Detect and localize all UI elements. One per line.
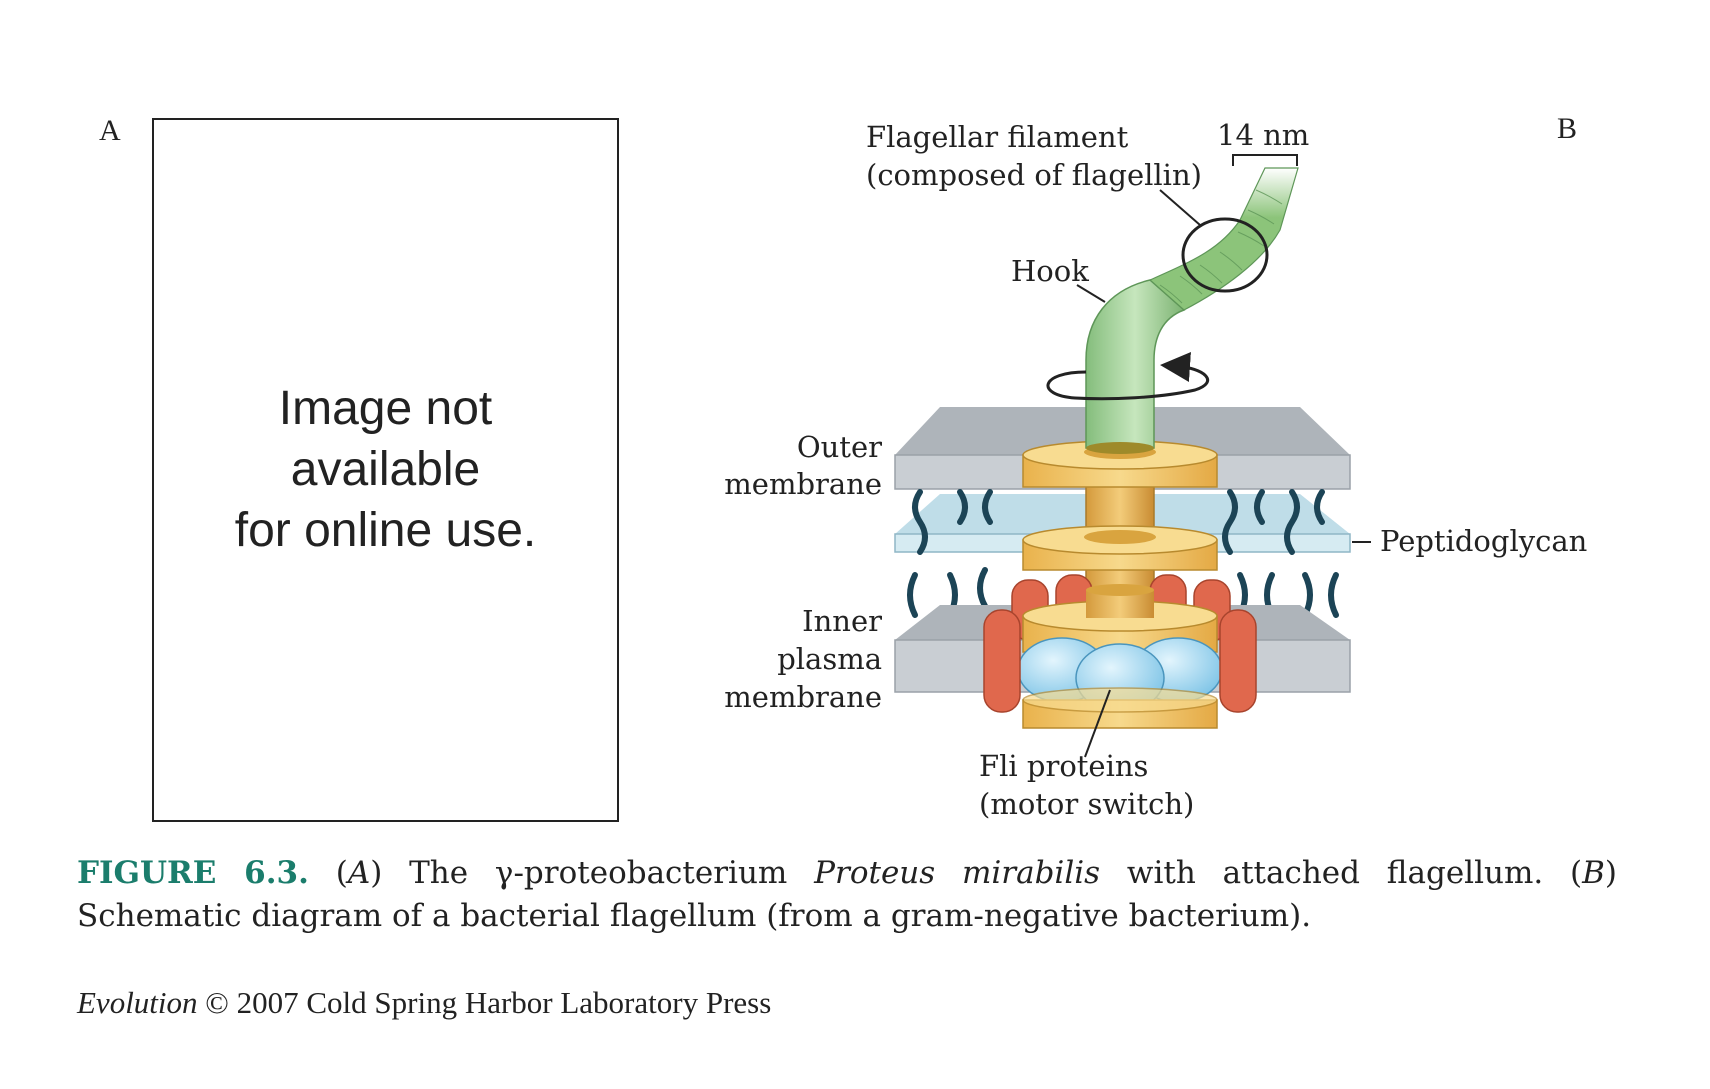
figure-number: FIGURE 6.3.: [77, 855, 309, 891]
label-inner-line3: membrane: [724, 680, 882, 714]
label-fli-line1: Fli proteins: [979, 749, 1149, 783]
ms-ring: [1022, 584, 1218, 653]
label-peptidoglycan: Peptidoglycan: [1380, 524, 1588, 558]
credit-rest: © 2007 Cold Spring Harbor Laboratory Pre…: [197, 985, 772, 1020]
panel-b-letter: B: [1557, 112, 1578, 145]
panel-a-letter: A: [99, 114, 121, 147]
label-width: 14 nm: [1217, 118, 1310, 152]
label-filament-line2: (composed of flagellin): [866, 158, 1202, 192]
caption-species: Proteus mirabilis: [814, 855, 1101, 891]
caption-b-text: ) Schematic diagram of a bacterial flage…: [77, 855, 1618, 934]
label-outer-membrane-line1: Outer: [796, 430, 882, 464]
lipid-tails: [907, 489, 1339, 618]
figure-caption: FIGURE 6.3. (A) The γ-proteobacterium Pr…: [77, 852, 1617, 938]
label-hook: Hook: [1011, 254, 1089, 288]
label-fli-line2: (motor switch): [979, 787, 1195, 821]
image-placeholder: Image not available for online use.: [152, 118, 619, 822]
leader-lines: [1076, 189, 1371, 758]
placeholder-line-3: for online use.: [234, 504, 537, 557]
credit-title: Evolution: [77, 985, 198, 1020]
placeholder-line-2: available: [290, 443, 481, 496]
rotation-arrow: [1046, 352, 1210, 401]
mot-proteins-front: [983, 609, 1257, 713]
filament-callout-circle: [1181, 217, 1269, 293]
caption-a-open: (: [335, 855, 348, 891]
flagellar-filament: [1148, 167, 1299, 311]
label-filament-line1: Flagellar filament: [866, 120, 1129, 154]
label-inner-line2: plasma: [777, 642, 882, 676]
label-outer-membrane-line2: membrane: [724, 467, 882, 501]
p-ring: [1022, 525, 1218, 571]
placeholder-line-1: Image not: [278, 382, 493, 435]
label-inner-line1: Inner: [802, 604, 882, 638]
placeholder-text: Image not available for online use.: [154, 378, 617, 561]
caption-b-letter: B: [1582, 855, 1605, 891]
credit-line: Evolution © 2007 Cold Spring Harbor Labo…: [77, 985, 771, 1021]
hook: [1085, 279, 1186, 454]
c-ring: [1022, 687, 1218, 729]
caption-a-letter: A: [347, 855, 371, 891]
width-bracket: [1232, 154, 1298, 166]
caption-a-rest: with attached flagellum. (: [1100, 855, 1583, 891]
caption-a-text: ) The γ-proteobacterium: [370, 855, 815, 891]
